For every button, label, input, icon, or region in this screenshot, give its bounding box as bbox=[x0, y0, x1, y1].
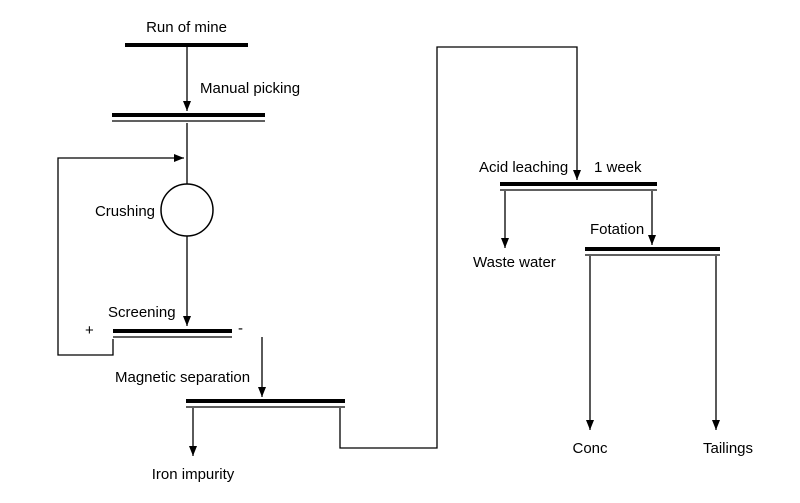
screening-minus-label: - bbox=[238, 320, 243, 337]
screening-plus-label: + bbox=[85, 322, 94, 339]
run-of-mine-label: Run of mine bbox=[146, 19, 227, 36]
crushing-label: Crushing bbox=[94, 203, 155, 220]
flotation-bar bbox=[585, 247, 720, 251]
acid-leaching-bar bbox=[500, 182, 657, 186]
run-of-mine-bar bbox=[125, 43, 248, 47]
magnetic-separation-bar bbox=[186, 399, 345, 403]
manual-picking-bar bbox=[112, 113, 265, 117]
magnetic-separation-label: Magnetic separation bbox=[115, 369, 251, 386]
waste-water-label: Waste water bbox=[473, 254, 556, 271]
screening-label: Screening bbox=[108, 304, 176, 321]
manual-picking-label: Manual picking bbox=[200, 80, 301, 97]
acid-leaching-duration-label: 1 week bbox=[594, 159, 642, 176]
acid-leaching-label: Acid leaching bbox=[479, 159, 569, 176]
crushing-circle bbox=[160, 183, 214, 237]
flow-line-magnetic-to-acidleaching bbox=[339, 46, 581, 449]
concentrate-label: Conc bbox=[572, 440, 608, 457]
recycle-line-screening-to-crushing bbox=[57, 154, 184, 356]
flotation-label: Fotation bbox=[590, 221, 645, 238]
screening-bar bbox=[113, 329, 232, 333]
tailings-label: Tailings bbox=[702, 440, 754, 457]
iron-impurity-label: Iron impurity bbox=[151, 466, 235, 483]
